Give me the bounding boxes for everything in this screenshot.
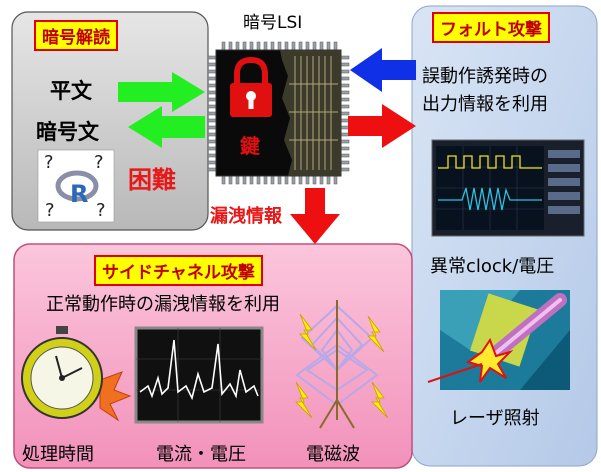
difficulty-label: 困難 bbox=[128, 166, 176, 194]
fault-description-line2: 出力情報を利用 bbox=[422, 94, 548, 115]
svg-text:?: ? bbox=[94, 152, 104, 173]
ciphertext-arrow bbox=[128, 106, 205, 148]
svg-text:?: ? bbox=[45, 200, 55, 221]
em-wave-label: 電磁波 bbox=[306, 444, 360, 465]
crypto-tag: 暗号解読 bbox=[34, 20, 118, 51]
svg-text:?: ? bbox=[44, 152, 54, 173]
chip-title: 暗号LSI bbox=[243, 13, 303, 33]
die-traces bbox=[289, 56, 338, 170]
processing-time-label: 処理時間 bbox=[22, 444, 94, 465]
oscilloscope-icon bbox=[431, 139, 585, 237]
key-label: 鍵 bbox=[240, 134, 260, 158]
current-voltage-label: 電流・電圧 bbox=[156, 444, 246, 465]
svg-text:R: R bbox=[70, 180, 88, 208]
fault-tag: フォルト攻撃 bbox=[432, 12, 550, 43]
laser-label: レーザ照射 bbox=[450, 408, 540, 429]
laser-icon bbox=[427, 290, 570, 390]
side-channel-description: 正常動作時の漏洩情報を利用 bbox=[46, 294, 280, 315]
fault-description-line1: 誤動作誘発時の bbox=[422, 66, 548, 87]
clock-voltage-label: 異常clock/電圧 bbox=[430, 256, 555, 277]
leak-arrow bbox=[290, 188, 340, 244]
ciphertext-label: 暗号文 bbox=[36, 120, 99, 144]
fault-injection-arrow bbox=[350, 48, 416, 92]
fault-output-arrow bbox=[348, 104, 416, 148]
side-channel-tag: サイドチャネル攻撃 bbox=[94, 255, 263, 286]
crypto-chip bbox=[207, 41, 350, 185]
svg-text:?: ? bbox=[96, 200, 106, 221]
power-trace-icon bbox=[134, 326, 264, 424]
leak-label: 漏洩情報 bbox=[210, 206, 282, 227]
lock-icon bbox=[230, 56, 272, 117]
em-wave-icon bbox=[295, 300, 389, 429]
r-logo-question-icon: R ? ? ? ? bbox=[37, 149, 115, 223]
plaintext-label: 平文 bbox=[50, 79, 92, 103]
stopwatch-icon bbox=[21, 326, 132, 422]
plaintext-arrow bbox=[118, 72, 205, 112]
